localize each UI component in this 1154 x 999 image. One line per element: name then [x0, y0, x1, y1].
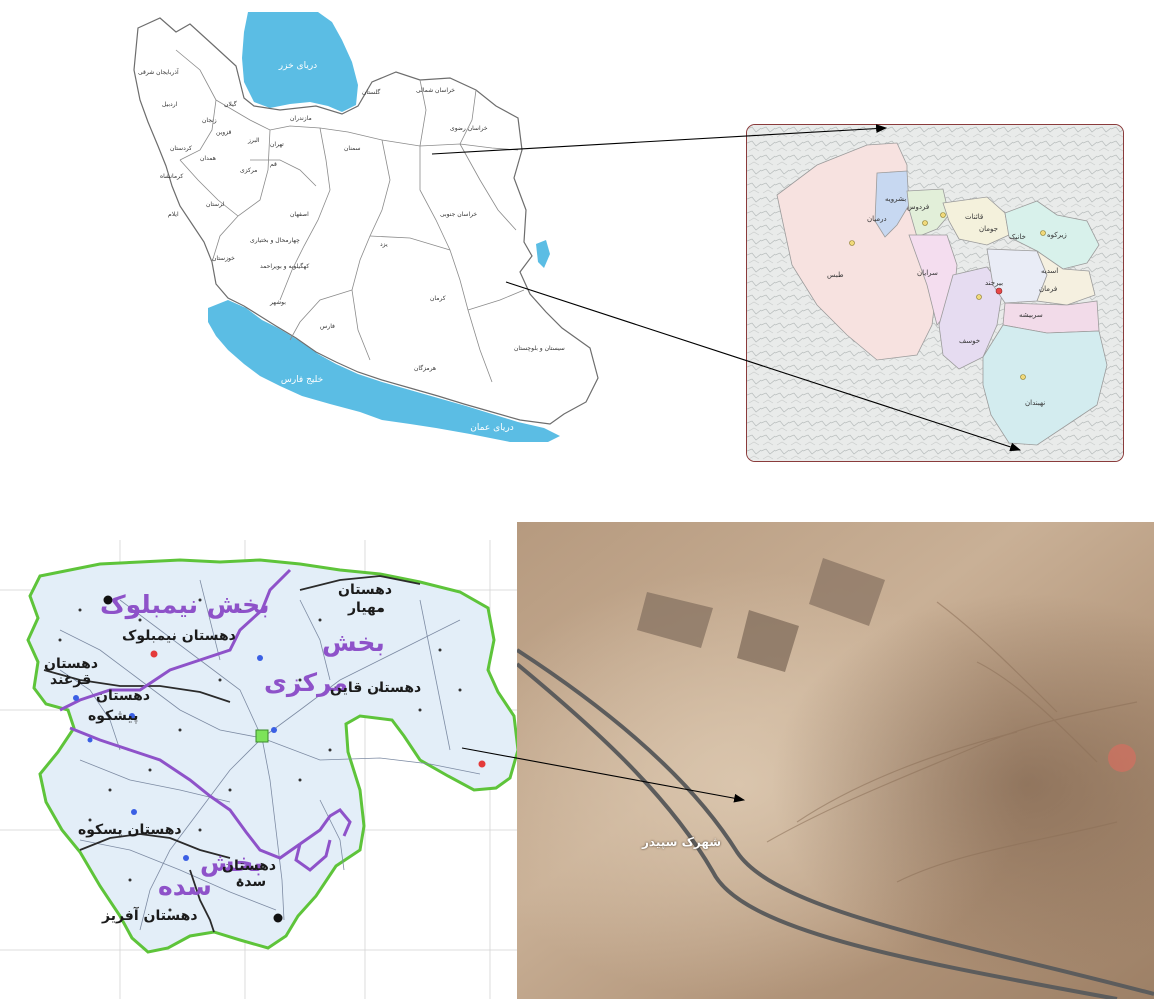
svg-text:سیستان و بلوچستان: سیستان و بلوچستان: [514, 345, 565, 352]
district-label-mahyar-2: مهیار: [348, 600, 385, 616]
county-map[interactable]: بخش نیمبلوک بخش مرکزی بخش سده دهستان مهی…: [0, 540, 520, 999]
district-label-mahyar-1: دهستان: [338, 582, 393, 598]
caspian-sea: [242, 12, 358, 112]
section-label-sedeh-1: بخش: [200, 848, 263, 877]
svg-text:آذربایجان شرقی: آذربایجان شرقی: [138, 67, 179, 76]
svg-text:تهران: تهران: [270, 141, 284, 148]
svg-text:خراسان جنوبی: خراسان جنوبی: [440, 211, 477, 218]
ridge-texture: [766, 601, 1138, 883]
oman-sea-label: دریای عمان: [470, 423, 513, 433]
svg-text:همدان: همدان: [200, 155, 216, 162]
district-label-gholeh-2: قرغند: [50, 672, 92, 688]
svg-text:کرمانشاه: کرمانشاه: [160, 173, 183, 180]
svg-text:فارس: فارس: [320, 323, 335, 330]
svg-text:درمیان: درمیان: [867, 215, 887, 223]
svg-text:ایلام: ایلام: [168, 211, 179, 218]
svg-text:جومان: جومان: [979, 225, 998, 233]
svg-text:مرکزی: مرکزی: [240, 167, 257, 174]
svg-text:لرستان: لرستان: [206, 201, 224, 208]
svg-text:اردبیل: اردبیل: [162, 101, 178, 108]
district-label-dehestan: دهستان: [96, 688, 151, 704]
svg-text:قزوین: قزوین: [216, 129, 231, 136]
svg-text:اصفهان: اصفهان: [290, 211, 309, 218]
district-label-gholeh-1: دهستان: [44, 656, 99, 672]
svg-text:خانیک: خانیک: [1009, 233, 1026, 241]
svg-text:نهبندان: نهبندان: [1025, 399, 1045, 407]
district-label-pasakuh: دهستان پسکوه: [78, 822, 182, 838]
svg-text:گلستان: گلستان: [362, 88, 380, 96]
road-network: [59, 579, 481, 931]
svg-text:بشرویه: بشرویه: [885, 195, 906, 203]
section-label-nimbolook: بخش نیمبلوک: [100, 590, 270, 619]
section-label-markazi-2: مرکزی: [264, 668, 349, 697]
persian-gulf-label: خلیج فارس: [281, 375, 323, 385]
svg-text:قائنات: قائنات: [965, 213, 983, 221]
village-dots: [58, 598, 462, 912]
svg-text:اسدیه: اسدیه: [1041, 267, 1058, 275]
svg-text:سربیشه: سربیشه: [1019, 311, 1043, 319]
district-label-ghaen: دهستان قاین: [330, 680, 422, 696]
iran-outline: [133, 17, 599, 425]
section-label-sedeh-2: سده: [158, 872, 212, 901]
svg-text:چهارمحال و بختیاری: چهارمحال و بختیاری: [250, 237, 300, 244]
district-label-nimbolook: دهستان نیمبلوک: [122, 628, 236, 644]
svg-text:خوزستان: خوزستان: [212, 255, 235, 262]
svg-text:گیلان: گیلان: [224, 100, 237, 108]
svg-text:فرمان: فرمان: [1039, 285, 1057, 293]
district-label-sedeh-2: سده: [236, 874, 267, 890]
svg-text:بیرجند: بیرجند: [985, 279, 1003, 287]
satellite-image[interactable]: شهرک سپیدر: [517, 522, 1154, 999]
svg-text:خراسان رضوی: خراسان رضوی: [450, 125, 488, 132]
caspian-sea-label: دریای خزر: [278, 61, 317, 71]
settlement-markers: [73, 595, 486, 923]
district-label-sedeh-1: دهستان: [222, 858, 277, 874]
svg-text:سمنان: سمنان: [344, 145, 361, 152]
section-boundaries: [59, 568, 352, 872]
svg-text:خراسان شمالی: خراسان شمالی: [416, 87, 455, 94]
svg-text:سرایان: سرایان: [917, 269, 938, 277]
svg-text:یزد: یزد: [380, 241, 388, 248]
district-boundaries: [43, 575, 421, 933]
svg-text:فردوس: فردوس: [907, 203, 929, 211]
province-map[interactable]: بشرویه فردوس درمیان قائنات سرایان زیرکوه…: [746, 124, 1124, 462]
svg-text:طبس: طبس: [827, 271, 844, 279]
red-spot: [1108, 744, 1136, 772]
svg-text:کرمان: کرمان: [430, 295, 446, 302]
svg-text:زنجان: زنجان: [202, 117, 217, 124]
field-patches: [637, 558, 885, 672]
svg-text:بوشهر: بوشهر: [269, 299, 286, 306]
highway: [517, 648, 1154, 999]
iran-map[interactable]: آذربایجان شرقی اردبیل زنجان قزوین گیلان …: [120, 10, 610, 445]
svg-text:هرمزگان: هرمزگان: [414, 364, 436, 372]
svg-text:کهگیلویه و بویراحمد: کهگیلویه و بویراحمد: [260, 262, 309, 270]
svg-text:زیرکوه: زیرکوه: [1047, 231, 1067, 239]
county-outline: [26, 558, 520, 954]
svg-text:کردستان: کردستان: [170, 145, 192, 152]
svg-text:خوسف: خوسف: [959, 337, 980, 345]
section-label-markazi-1: بخش: [322, 628, 385, 657]
hamun-lake: [536, 240, 550, 268]
district-label-afriz: دهستان آفریز: [102, 908, 198, 924]
svg-text:قم: قم: [270, 161, 277, 168]
svg-text:البرز: البرز: [247, 137, 260, 144]
district-label-pishkuh: پیشکوه: [88, 708, 139, 724]
svg-text:مازندران: مازندران: [290, 115, 312, 122]
place-label-sepidar: شهرک سپیدر: [641, 835, 721, 849]
